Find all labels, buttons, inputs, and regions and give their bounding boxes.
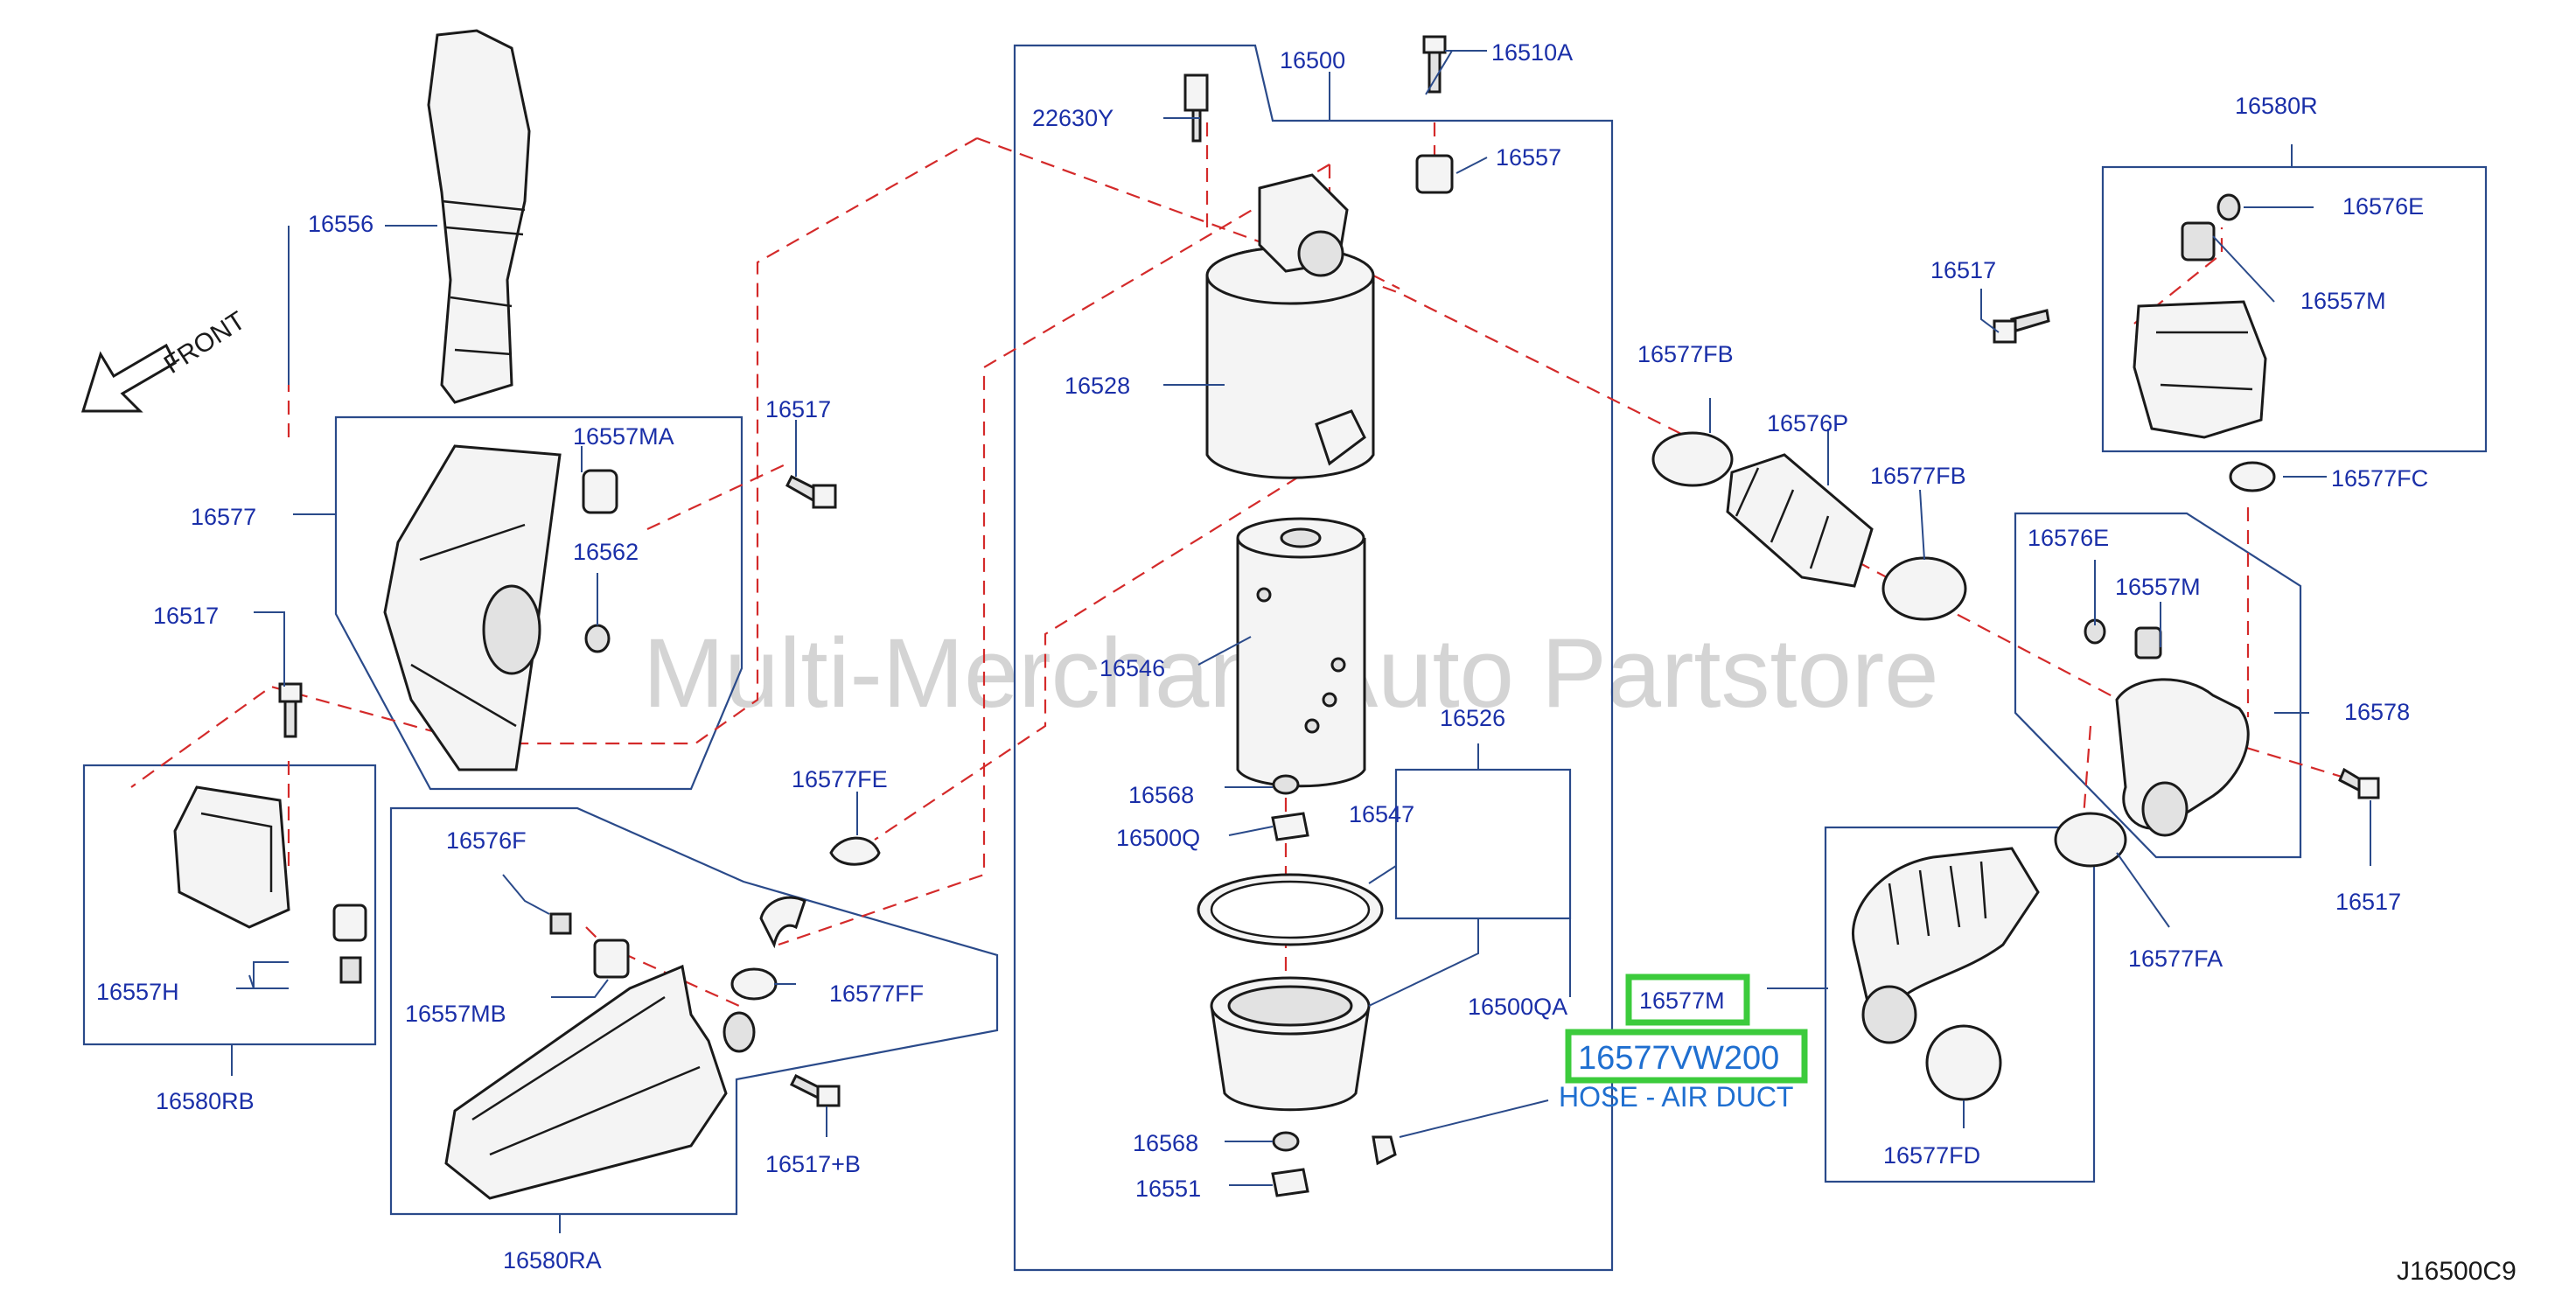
- label-16577FE: 16577FE: [792, 766, 888, 792]
- label-16580R: 16580R: [2235, 93, 2318, 119]
- cover-16577: [383, 444, 562, 771]
- label-16568-b: 16568: [1133, 1130, 1198, 1156]
- label-16546: 16546: [1100, 655, 1165, 681]
- part-description: HOSE - AIR DUCT: [1559, 1081, 1793, 1113]
- clamp-16577FA: [2054, 812, 2127, 868]
- label-16547: 16547: [1349, 801, 1414, 827]
- bowl-16526: [1210, 976, 1371, 1112]
- clip-16577FC: [2229, 461, 2276, 492]
- hose-16576P: [1726, 453, 1874, 588]
- callout-16577M[interactable]: 16577M: [1639, 987, 1725, 1014]
- wing-nut-16500Q: [1271, 812, 1309, 841]
- part-labels: 16500 16510A 22630Y 16557 16580R 16576E …: [96, 39, 2428, 1274]
- part-number-highlight-box[interactable]: [1565, 1029, 1808, 1084]
- bracket-16580R: [2133, 193, 2267, 439]
- bolt-16510A: [1422, 35, 1447, 94]
- resonator-16580RA: [444, 896, 806, 1200]
- clip-16577FE: [829, 836, 881, 866]
- label-16528: 16528: [1065, 373, 1130, 399]
- clamp-16577FD: [1925, 1024, 2002, 1101]
- label-16500Q: 16500Q: [1116, 825, 1200, 851]
- clamp-16577FB-b: [1881, 556, 1967, 621]
- label-16576E-a: 16576E: [2342, 193, 2424, 220]
- filter-element-16546: [1236, 517, 1366, 788]
- box-16580R: [2101, 165, 2488, 453]
- box-16577M: [1824, 826, 2096, 1183]
- grommet-16557MB: [593, 939, 630, 979]
- label-16577FD: 16577FD: [1883, 1142, 1980, 1169]
- label-16577FB-a: 16577FB: [1637, 341, 1734, 367]
- label-16517-a: 16517: [1930, 257, 1996, 283]
- grommet-16557MA: [582, 469, 618, 514]
- box-16578: [2014, 512, 2302, 859]
- resonator-16578: [2084, 618, 2250, 837]
- label-16557M-a: 16557M: [2300, 288, 2386, 314]
- label-16556: 16556: [308, 211, 373, 237]
- label-16526: 16526: [1440, 705, 1505, 731]
- label-16578: 16578: [2344, 699, 2410, 725]
- label-16577FC: 16577FC: [2331, 465, 2428, 492]
- label-16510A: 16510A: [1491, 39, 1573, 66]
- label-16576E-b: 16576E: [2028, 525, 2109, 551]
- grommet-16557H: [332, 904, 367, 942]
- label-16557: 16557: [1496, 144, 1561, 171]
- label-16568-a: 16568: [1128, 782, 1194, 808]
- leader-lines: [231, 50, 2371, 1233]
- label-16517-c: 16517: [153, 603, 219, 629]
- label-16551: 16551: [1135, 1176, 1201, 1202]
- grommet-16557: [1415, 154, 1454, 194]
- clamp-16577FF: [730, 967, 778, 1001]
- collar-16557H: [339, 956, 362, 984]
- label-16557M-b: 16557M: [2115, 574, 2201, 600]
- box-16526-bracket: [1394, 768, 1572, 920]
- front-label: FRONT: [159, 306, 251, 380]
- washer-16562: [584, 624, 611, 653]
- box-16580RA: [389, 806, 999, 1216]
- intake-snorkel-16556: [427, 29, 531, 404]
- label-16517B: 16517+B: [765, 1151, 861, 1177]
- label-16577FB-b: 16577FB: [1870, 463, 1966, 489]
- label-16517-b: 16517: [765, 396, 831, 422]
- front-arrow-icon: [80, 343, 177, 413]
- label-16577FA: 16577FA: [2128, 946, 2223, 972]
- diagram-code: J16500C9: [2397, 1257, 2517, 1286]
- label-16576F: 16576F: [446, 827, 527, 854]
- label-22630Y: 22630Y: [1032, 105, 1113, 131]
- box-16577-cover: [334, 415, 743, 791]
- bolt-16517-b: [278, 682, 303, 738]
- bolt-16517-a: [785, 474, 837, 509]
- label-16562: 16562: [573, 539, 639, 565]
- label-16517-d: 16517: [2335, 889, 2401, 915]
- label-16500: 16500: [1280, 47, 1345, 73]
- washer-16568-bottom: [1272, 1131, 1300, 1152]
- label-16580RB: 16580RB: [156, 1088, 255, 1114]
- part-number-16577VW200[interactable]: 16577VW200: [1578, 1040, 1779, 1077]
- label-16557MA: 16557MA: [573, 423, 674, 450]
- bolt-16517-d: [2338, 767, 2380, 799]
- label-16557H: 16557H: [96, 979, 179, 1005]
- label-16500QA: 16500QA: [1468, 994, 1567, 1020]
- air-cleaner-body-16528: [1205, 173, 1375, 479]
- label-16577: 16577: [191, 504, 256, 530]
- bolt-16517B: [789, 1073, 841, 1107]
- bolt-16517-c: [1993, 309, 2050, 344]
- label-16576P: 16576P: [1767, 410, 1848, 436]
- callout-highlight-box[interactable]: [1625, 974, 1750, 1026]
- box-16500-air-cleaner: [1013, 44, 1614, 1272]
- label-16557MB: 16557MB: [405, 1001, 506, 1027]
- sensor-22630Y: [1183, 73, 1209, 143]
- label-16577FF: 16577FF: [829, 980, 924, 1007]
- air-duct-hose-16577M: [1852, 847, 2040, 1044]
- washer-16568-top: [1272, 774, 1300, 795]
- clamp-16577FB-a: [1651, 431, 1734, 487]
- box-16580RB: [82, 764, 377, 1046]
- bracket-16580RB: [173, 785, 290, 929]
- wing-nut-16551: [1271, 1168, 1309, 1197]
- label-16580RA: 16580RA: [503, 1247, 602, 1274]
- highlighted-part[interactable]: 16577M 16577VW200 HOSE - AIR DUCT: [1559, 974, 1808, 1113]
- clip-16500QA: [1372, 1135, 1397, 1166]
- collar-16576F: [549, 912, 572, 935]
